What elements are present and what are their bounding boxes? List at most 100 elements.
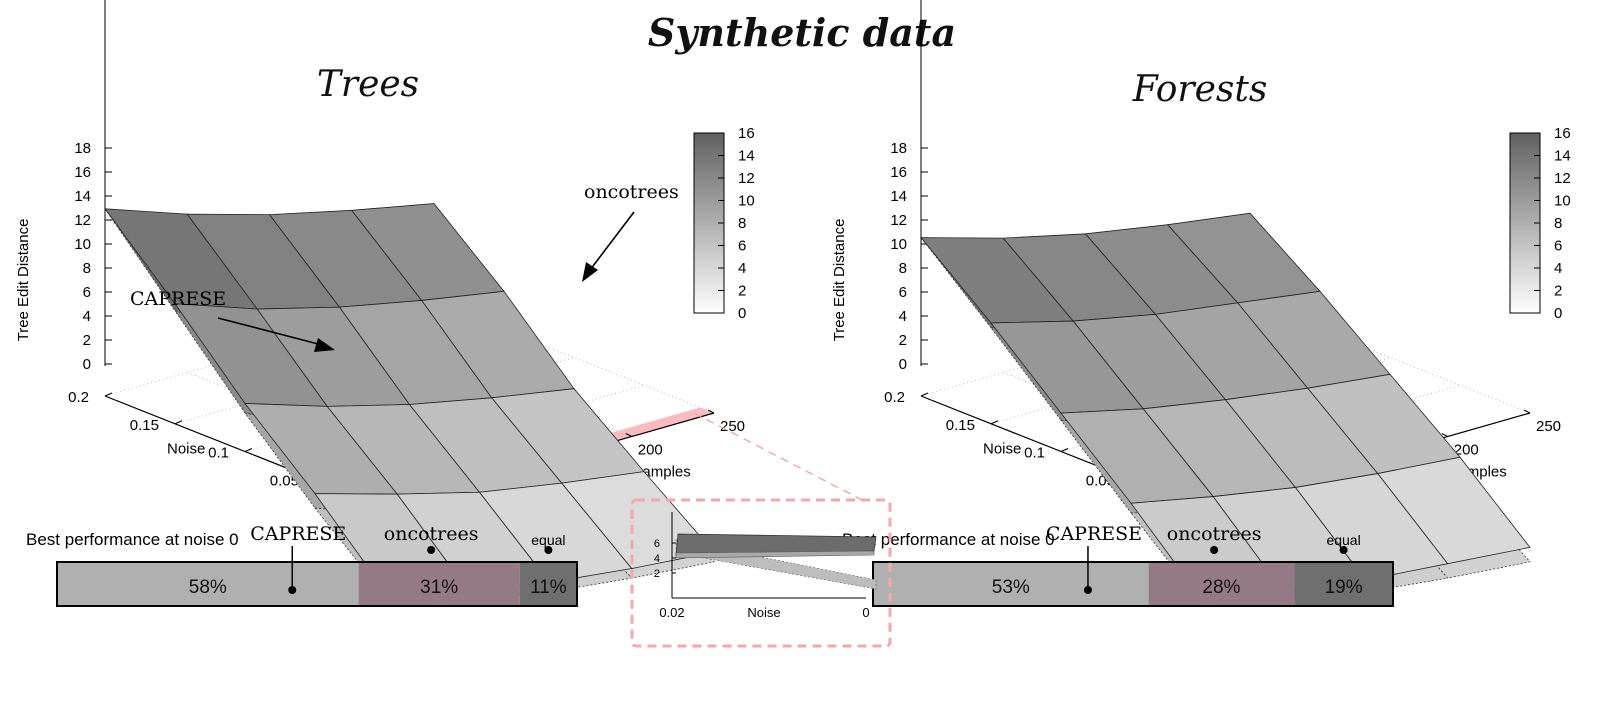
colorbar-tick-label: 10 <box>1554 193 1571 210</box>
z-tick-label: 6 <box>83 284 91 301</box>
noise-tick-label: 0.15 <box>946 417 975 434</box>
panel-forests: Forests5010015020025000.050.10.150.2Samp… <box>831 0 1571 607</box>
annotation-arrow-oncotrees <box>589 211 635 271</box>
inset-frame <box>630 498 892 648</box>
z-tick-label: 2 <box>899 332 907 349</box>
noise-tick-label: 0.1 <box>208 445 229 462</box>
z-tick-label: 10 <box>74 236 91 253</box>
colorbar-tick-label: 10 <box>738 193 755 210</box>
samples-tick-label: 200 <box>638 442 663 459</box>
panel-title: Trees <box>317 64 419 105</box>
noise-tick-label: 0.15 <box>130 417 159 434</box>
bar-series-label: equal <box>531 532 565 548</box>
colorbar-tick-label: 6 <box>1554 238 1562 255</box>
z-tick-label: 10 <box>890 236 907 253</box>
bar-series-label: CAPRESE <box>1046 523 1142 545</box>
colorbar-tick-label: 6 <box>738 238 746 255</box>
noise-tick-label: 0.2 <box>68 389 89 406</box>
colorbar-tick-label: 4 <box>738 260 746 277</box>
bar-series-label: equal <box>1326 532 1360 548</box>
z-axis-title: Tree Edit Distance <box>831 219 848 342</box>
colorbar-tick-label: 8 <box>1554 215 1562 232</box>
colorbar-tick-label: 16 <box>1554 125 1571 142</box>
annotation-arrowhead-oncotrees <box>582 262 598 282</box>
annotation-arrowhead-caprese <box>314 338 335 352</box>
noise-tick-label: 0.1 <box>1024 445 1045 462</box>
annotation-arrow-caprese <box>217 317 323 346</box>
noise-axis-title: Noise <box>983 441 1021 458</box>
inset-y-tick-label: 2 <box>654 568 660 580</box>
inset-x-tick-label: 0.02 <box>659 605 684 620</box>
colorbar-tick-label: 16 <box>738 125 755 142</box>
annotation-oncotrees: oncotrees <box>584 181 679 203</box>
samples-tick-label: 250 <box>720 418 745 435</box>
z-tick-label: 16 <box>890 164 907 181</box>
samples-tick-label: 200 <box>1454 442 1479 459</box>
bar-segment-equal <box>519 562 577 606</box>
z-tick-label: 14 <box>74 188 91 205</box>
bar-frame <box>56 561 578 607</box>
noise-tick-label: 0.2 <box>884 389 905 406</box>
bar-segment-value: 53% <box>992 577 1030 598</box>
z-axis-title: Tree Edit Distance <box>15 219 32 342</box>
bar-segment-oncotrees <box>1148 562 1295 606</box>
colorbar-tick-label: 4 <box>1554 260 1562 277</box>
figure-title: Synthetic data <box>648 10 956 55</box>
samples-tick <box>707 409 715 414</box>
noise-tick <box>244 448 253 452</box>
z-tick-label: 18 <box>890 140 907 157</box>
panel-trees: Trees5010015020025000.050.10.150.2Sample… <box>15 0 755 607</box>
colorbar-tick-label: 0 <box>738 305 746 322</box>
bar-segment-equal <box>1294 562 1393 606</box>
colorbar-tick-label: 12 <box>738 170 755 187</box>
z-tick-label: 14 <box>890 188 907 205</box>
inset-y-tick-label: 4 <box>654 553 660 565</box>
z-tick-label: 4 <box>83 308 91 325</box>
noise-tick <box>1060 448 1069 452</box>
z-tick-label: 12 <box>890 212 907 229</box>
colorbar-tick-label: 12 <box>1554 170 1571 187</box>
z-tick-label: 18 <box>74 140 91 157</box>
z-tick-label: 8 <box>899 260 907 277</box>
inset-x-title: Noise <box>747 605 780 620</box>
bar-segment-value: 58% <box>189 577 227 598</box>
bar-segment-value: 28% <box>1202 577 1240 598</box>
bar-series-label: oncotrees <box>384 523 479 545</box>
inset-x-tick-label: 0 <box>862 605 869 620</box>
bar-segment-caprese <box>873 562 1149 606</box>
inset-y-tick-label: 6 <box>654 538 660 550</box>
samples-tick <box>625 433 632 437</box>
colorbar-tick-label: 8 <box>738 215 746 232</box>
bar-segment-value: 31% <box>420 577 458 598</box>
colorbar-tick-label: 0 <box>1554 305 1562 322</box>
z-tick-label: 12 <box>74 212 91 229</box>
colorbar-tick-label: 14 <box>1554 148 1571 165</box>
noise-tick <box>174 420 183 425</box>
panel-title: Forests <box>1132 69 1268 110</box>
colorbar-tick-label: 2 <box>1554 283 1562 300</box>
noise-tick <box>920 392 929 397</box>
bar-series-label: CAPRESE <box>250 523 346 545</box>
z-tick-label: 0 <box>899 356 907 373</box>
z-tick-label: 2 <box>83 332 91 349</box>
z-tick-label: 6 <box>899 284 907 301</box>
samples-tick-label: 250 <box>1536 418 1561 435</box>
bar-segment-value: 11% <box>530 577 567 598</box>
noise-axis-title: Noise <box>167 441 205 458</box>
z-tick-label: 0 <box>83 356 91 373</box>
bar-label: Best performance at noise 0 <box>26 530 239 549</box>
bar-segment-caprese <box>57 562 359 606</box>
noise-tick <box>104 392 113 397</box>
colorbar-tick-label: 14 <box>738 148 755 165</box>
z-tick-label: 8 <box>83 260 91 277</box>
samples-tick <box>1441 433 1448 437</box>
inset-connector <box>693 412 863 501</box>
bar-series-label: oncotrees <box>1167 523 1262 545</box>
z-tick-label: 4 <box>899 308 907 325</box>
bar-label: Best performance at noise 0 <box>842 530 1055 549</box>
bar-segment-value: 19% <box>1325 577 1363 598</box>
bar-segment-oncotrees <box>358 562 520 606</box>
annotation-caprese: CAPRESE <box>130 288 226 310</box>
colorbar-tick-label: 2 <box>738 283 746 300</box>
